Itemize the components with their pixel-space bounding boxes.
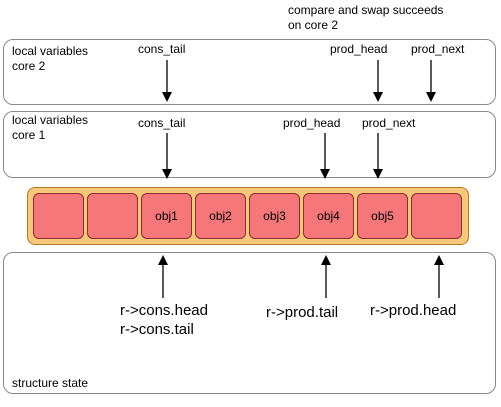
core1-panel-label: local variables core 1 bbox=[12, 113, 89, 142]
prod-tail-pointer-label: r->prod.tail bbox=[266, 304, 339, 321]
prod-head-pointer-label: r->prod.head bbox=[370, 302, 457, 319]
core2-prod-next-label: prod_next bbox=[411, 42, 465, 56]
core1-cons-tail-label: cons_tail bbox=[138, 116, 186, 130]
ring-slot-2: obj1 bbox=[141, 193, 192, 239]
core2-panel-label: local variables core 2 bbox=[12, 44, 89, 73]
ring-slot-5: obj4 bbox=[303, 193, 354, 239]
structure-panel bbox=[3, 252, 496, 394]
core1-panel bbox=[3, 111, 496, 178]
ring-slot-6: obj5 bbox=[357, 193, 408, 239]
core2-prod-head-label: prod_head bbox=[330, 42, 388, 56]
ring-slot-1 bbox=[87, 193, 138, 239]
ring-slot-3: obj2 bbox=[195, 193, 246, 239]
ring-slot-4: obj3 bbox=[249, 193, 300, 239]
structure-panel-label: structure state bbox=[12, 376, 89, 390]
core2-cons-tail-label: cons_tail bbox=[138, 42, 186, 56]
ring-slot-7 bbox=[411, 193, 462, 239]
cas-note: compare and swap succeeds on core 2 bbox=[288, 3, 444, 32]
core2-panel bbox=[3, 39, 496, 105]
cons-pointer-label: r->cons.head r->cons.tail bbox=[120, 302, 208, 338]
core1-prod-head-label: prod_head bbox=[283, 116, 341, 130]
core1-prod-next-label: prod_next bbox=[362, 116, 416, 130]
ring-slot-0 bbox=[33, 193, 84, 239]
